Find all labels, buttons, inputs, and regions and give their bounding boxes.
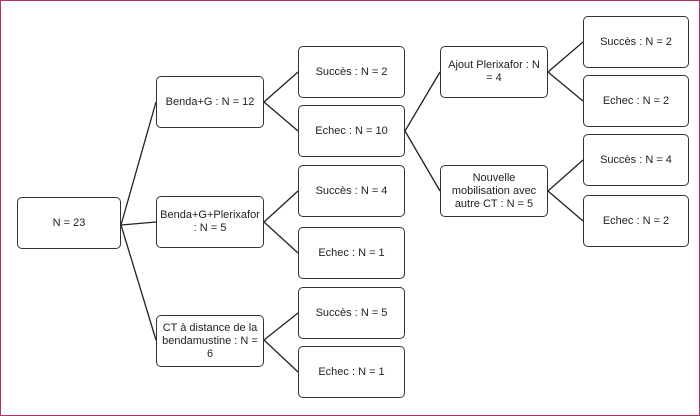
node-ct-succes: Succès : N = 5 <box>298 287 405 339</box>
node-benda-g-plerixafor: Benda+G+Plerixafor : N = 5 <box>156 196 264 248</box>
node-ajout-plerixafor: Ajout Plerixafor : N = 4 <box>440 46 548 98</box>
node-ap-echec: Echec : N = 2 <box>583 75 689 127</box>
node-nm-succes: Succès : N = 4 <box>583 134 689 186</box>
edge-benda-g-echec <box>263 101 299 132</box>
edge-bgp-succes <box>263 190 299 223</box>
node-nouvelle-mobilisation: Nouvelle mobilisation avec autre CT : N … <box>440 165 548 217</box>
node-nm-echec: Echec : N = 2 <box>583 195 689 247</box>
edge-root-benda-g <box>120 101 157 226</box>
node-benda-g: Benda+G : N = 12 <box>156 76 264 128</box>
edge-ct-succes <box>263 312 299 341</box>
node-bgp-echec: Echec : N = 1 <box>298 227 405 279</box>
edge-benda-g-succes <box>263 71 299 103</box>
edge-ajout-succes <box>547 41 584 73</box>
node-ct-echec: Echec : N = 1 <box>298 346 405 398</box>
node-ct-distance: CT à distance de la bendamustine : N = 6 <box>156 315 264 367</box>
node-bg-succes: Succès : N = 2 <box>298 46 405 98</box>
edge-bgp-echec <box>263 221 299 254</box>
edge-root-ct-distance <box>120 224 157 341</box>
edge-nouvelle-succes <box>547 159 584 192</box>
edge-nouvelle-echec <box>547 190 584 222</box>
node-bgp-succes: Succès : N = 4 <box>298 165 405 217</box>
edge-echec-nouvelle <box>404 130 441 192</box>
edge-echec-ajout <box>404 71 441 132</box>
edge-ct-echec <box>263 339 299 373</box>
node-bg-echec: Echec : N = 10 <box>298 105 405 157</box>
edge-root-benda-g-plerixafor <box>120 221 157 226</box>
node-ap-succes: Succès : N = 2 <box>583 16 689 68</box>
node-root: N = 23 <box>17 197 121 249</box>
edge-ajout-echec <box>547 71 584 102</box>
